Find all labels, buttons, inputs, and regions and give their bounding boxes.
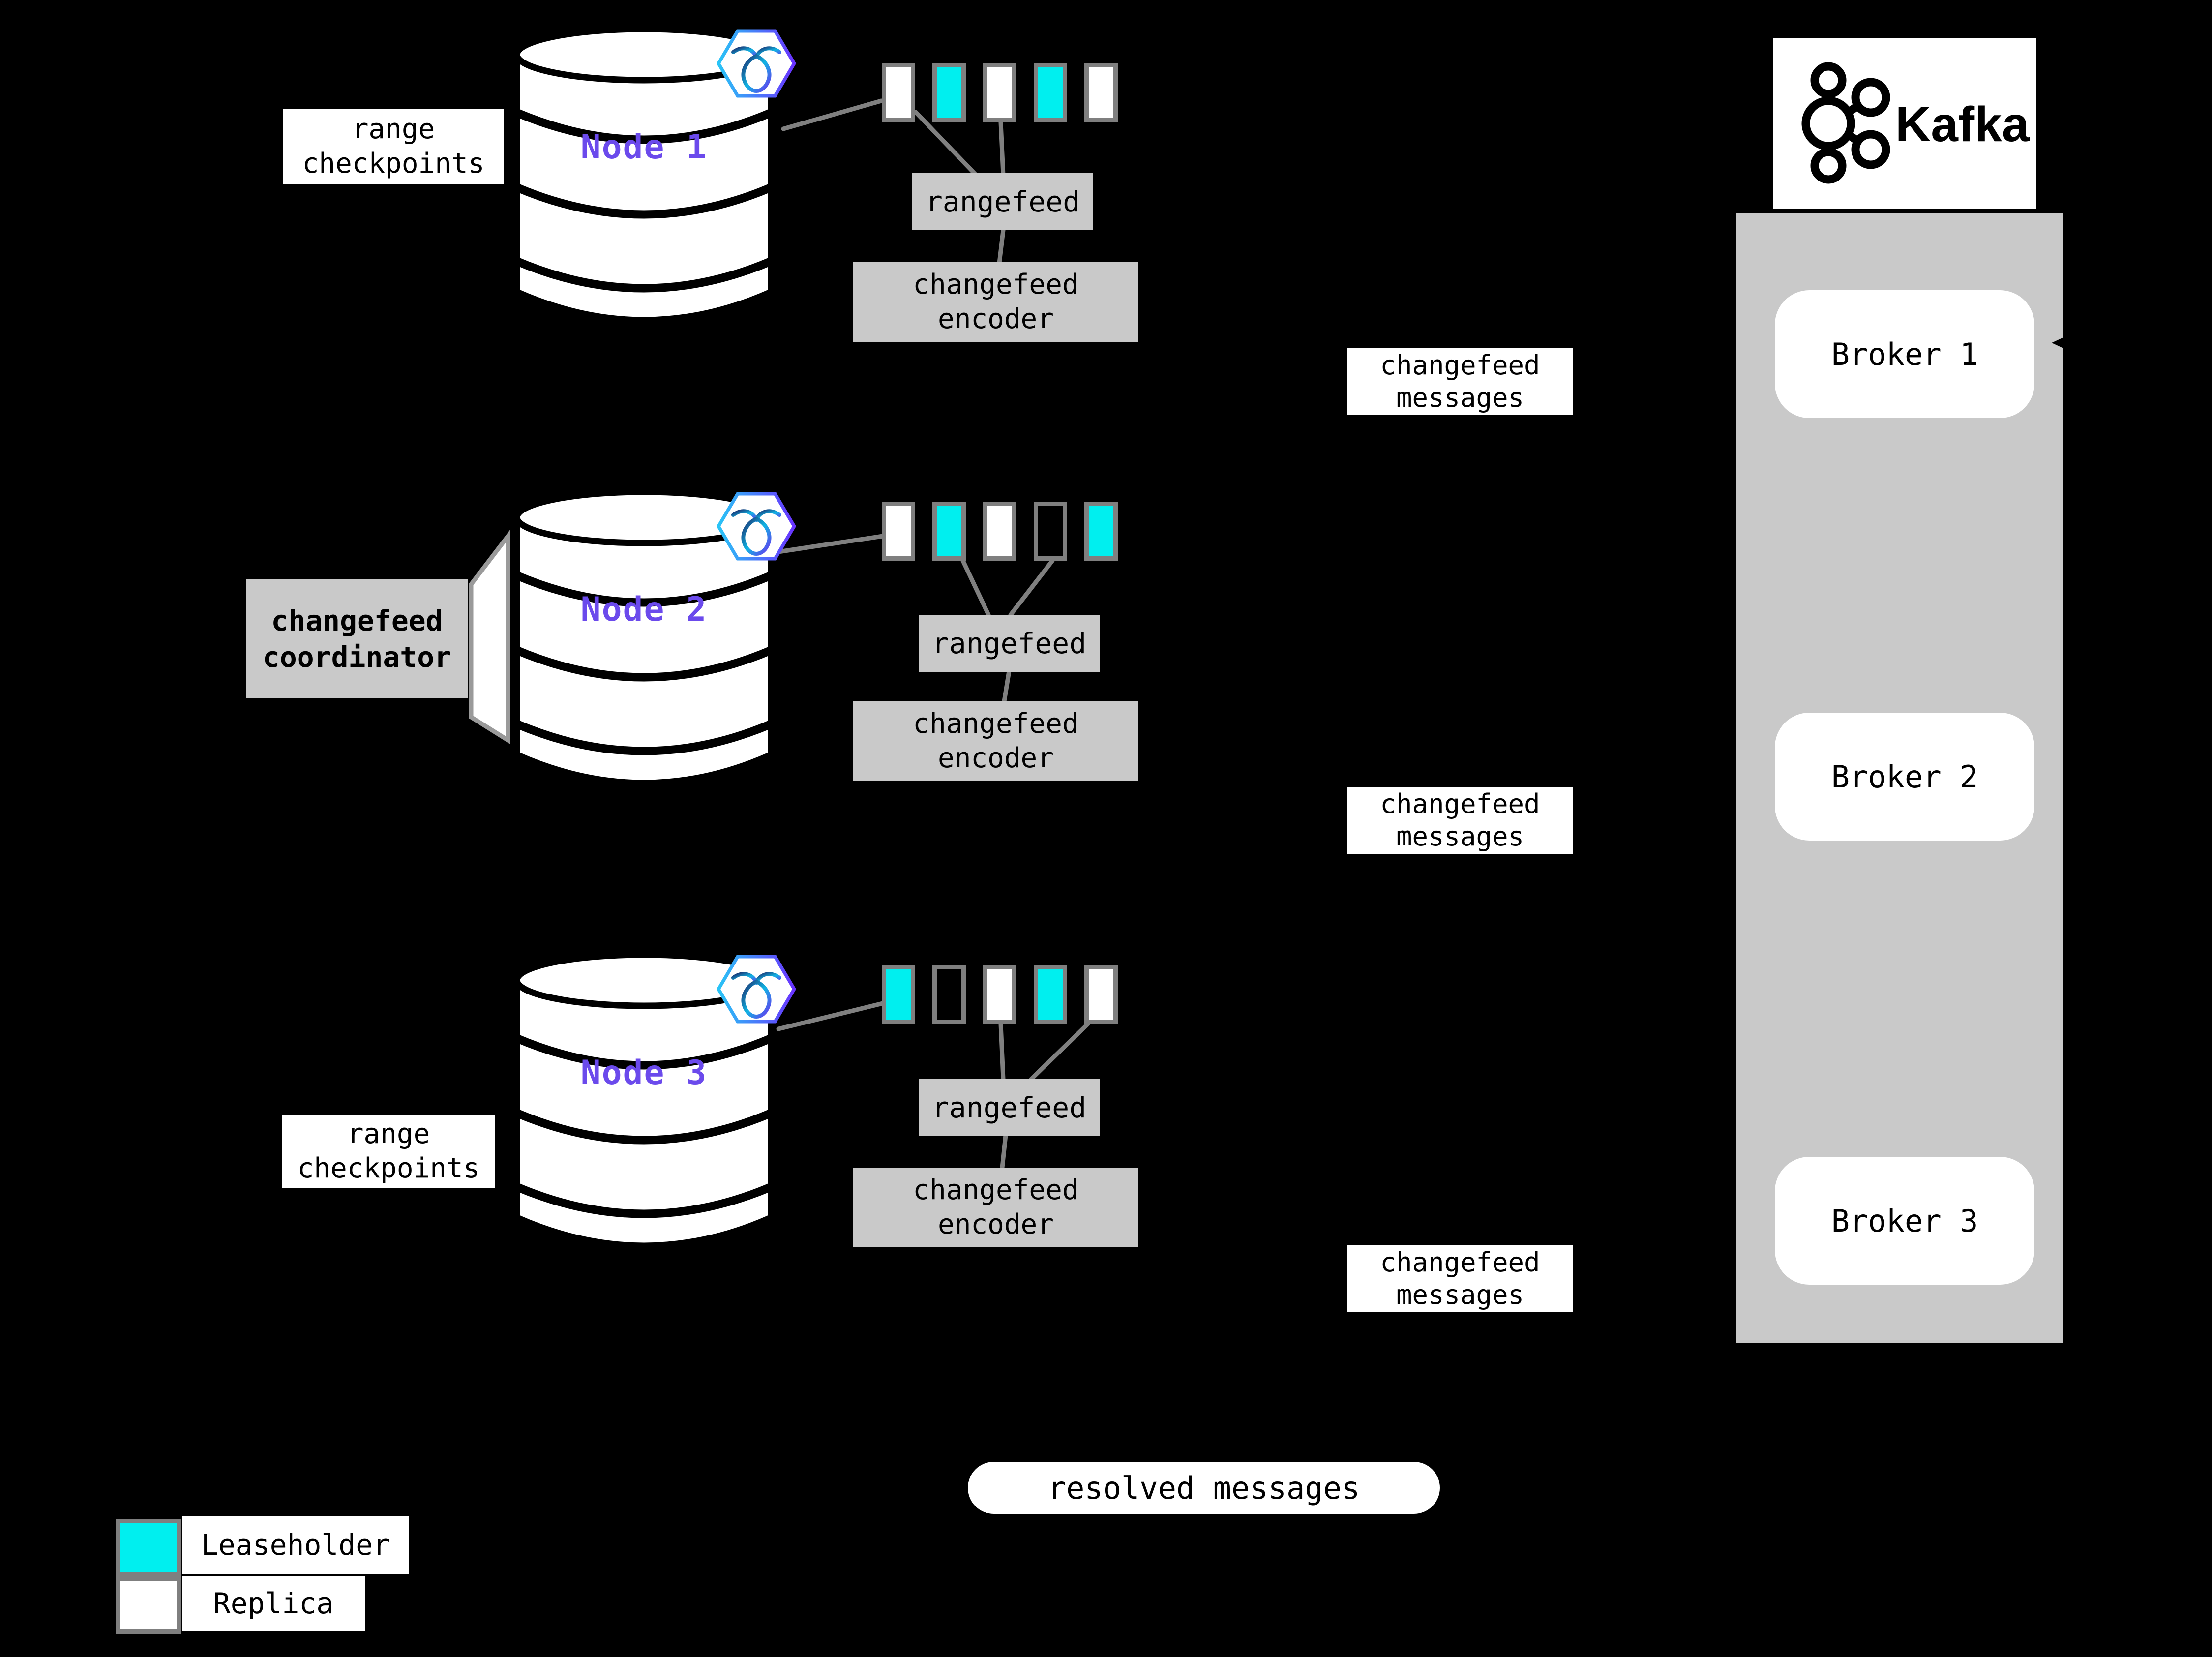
range-square <box>1034 965 1067 1024</box>
range-square <box>882 63 915 122</box>
kafka-logo-icon: Kafka <box>1801 62 2030 184</box>
broker-2: Broker 2 <box>1775 713 2034 841</box>
changefeed-messages-label-node1: changefeed messages <box>1347 348 1573 415</box>
changefeed-messages-label-node3: changefeed messages <box>1347 1245 1573 1312</box>
resolved-messages-pill: resolved messages <box>968 1462 1440 1514</box>
range-square <box>932 502 966 561</box>
legend-replica-label: Replica <box>182 1576 365 1631</box>
node3-cylinder <box>513 951 775 1250</box>
range-square <box>1034 502 1067 561</box>
node3-name: Node 3 <box>580 1054 708 1092</box>
range-square <box>1084 965 1118 1024</box>
range-checkpoints-label-node1: range checkpoints <box>283 109 504 184</box>
node2-cylinder <box>513 488 775 787</box>
legend-replica-swatch <box>116 1576 181 1634</box>
incoming-arrowhead-icon <box>2052 336 2065 349</box>
node2-name: Node 2 <box>580 590 708 629</box>
range-square <box>983 965 1016 1024</box>
cockroachdb-logo-icon <box>716 29 797 98</box>
kafka-logo-label: Kafka <box>1895 97 2030 152</box>
rangefeed-box-node3: rangefeed <box>919 1079 1100 1136</box>
coordinator-callout-pointer <box>469 529 510 745</box>
range-checkpoints-label-node3: range checkpoints <box>282 1115 495 1188</box>
changefeed-encoder-box-node1: changefeed encoder <box>853 262 1138 342</box>
range-square <box>932 965 966 1024</box>
changefeed-coordinator-label: changefeed coordinator <box>246 579 468 698</box>
broker-3: Broker 3 <box>1775 1157 2034 1285</box>
changefeed-encoder-box-node2: changefeed encoder <box>853 701 1138 781</box>
range-square <box>1034 63 1067 122</box>
cockroachdb-logo-icon <box>716 955 797 1024</box>
range-square <box>932 63 966 122</box>
range-square <box>882 965 915 1024</box>
cockroachdb-logo-icon <box>716 492 797 561</box>
legend-leaseholder-label: Leaseholder <box>182 1516 409 1574</box>
range-square <box>983 63 1016 122</box>
range-square <box>1084 63 1118 122</box>
range-square <box>983 502 1016 561</box>
legend-leaseholder-swatch <box>116 1519 181 1576</box>
range-square <box>1084 502 1118 561</box>
changefeed-encoder-box-node3: changefeed encoder <box>853 1168 1138 1247</box>
changefeed-messages-label-node2: changefeed messages <box>1347 787 1573 854</box>
rangefeed-box-node2: rangefeed <box>919 615 1100 672</box>
range-square <box>882 502 915 561</box>
broker-1: Broker 1 <box>1775 290 2034 418</box>
rangefeed-box-node1: rangefeed <box>912 173 1093 230</box>
node1-name: Node 1 <box>580 128 708 167</box>
node1-cylinder <box>513 26 775 324</box>
